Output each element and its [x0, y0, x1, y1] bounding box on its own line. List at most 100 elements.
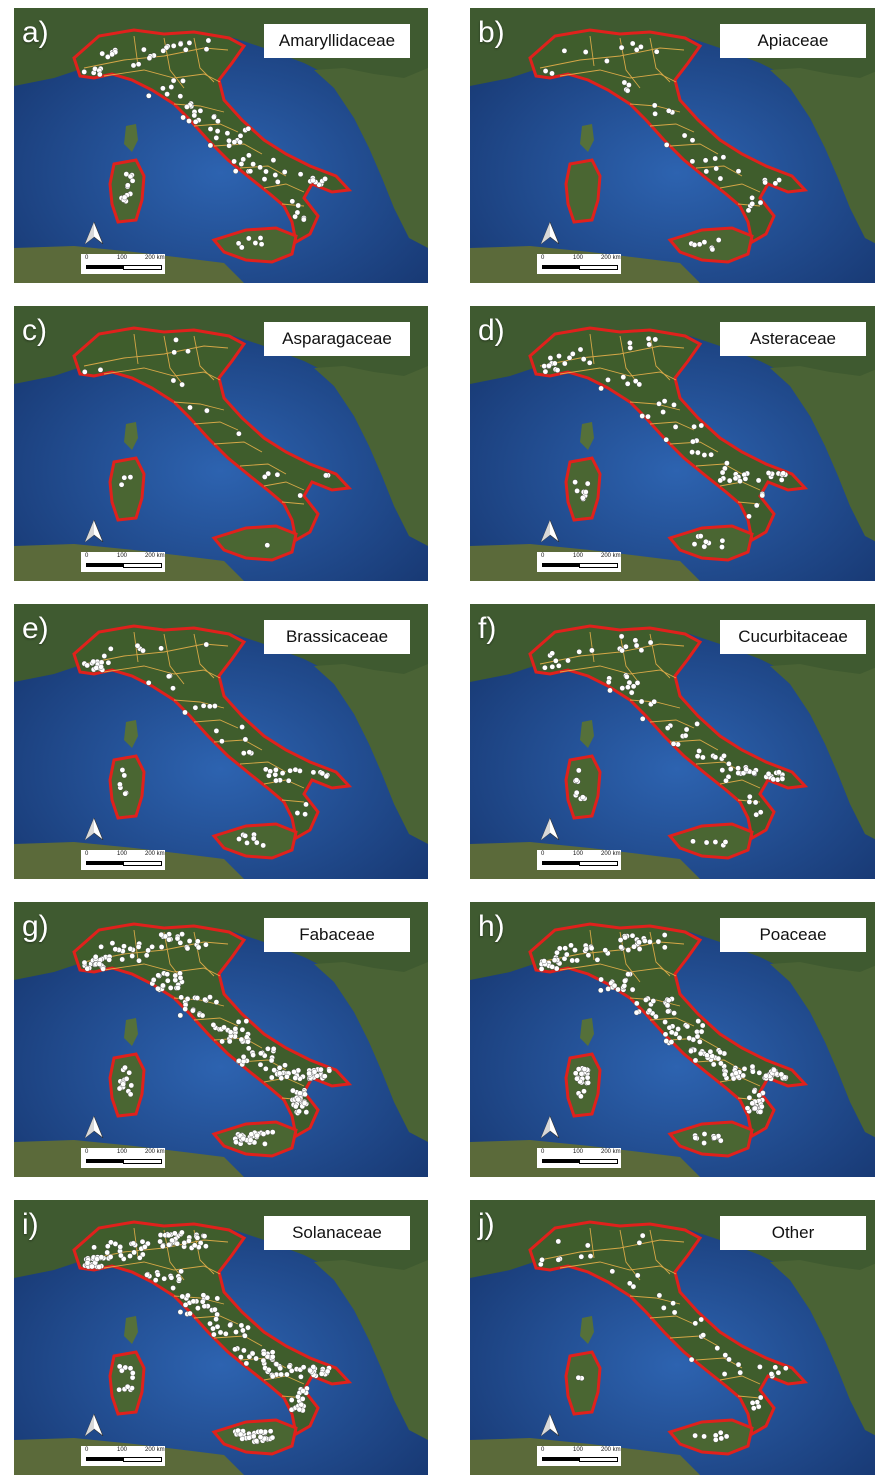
- scale-segment-white: [579, 265, 618, 270]
- scale-label-200: 200 km: [601, 255, 621, 261]
- occurrence-point: [694, 1029, 700, 1035]
- occurrence-point: [93, 665, 100, 671]
- occurrence-point: [598, 385, 604, 392]
- occurrence-point: [572, 1070, 579, 1076]
- scale-bar: 0 100 200 km: [81, 850, 165, 870]
- occurrence-point: [689, 449, 695, 455]
- occurrence-point: [122, 1064, 128, 1071]
- italy-map: [470, 8, 875, 283]
- occurrence-point: [663, 1038, 670, 1044]
- occurrence-point: [172, 1230, 178, 1237]
- occurrence-point: [158, 931, 165, 938]
- occurrence-point: [575, 1374, 582, 1381]
- occurrence-point: [187, 1310, 193, 1317]
- occurrence-point: [639, 1232, 646, 1239]
- occurrence-point: [697, 1039, 703, 1045]
- occurrence-point: [702, 157, 709, 164]
- occurrence-point: [671, 402, 677, 408]
- occurrence-point: [276, 1070, 283, 1077]
- occurrence-point: [232, 1026, 239, 1032]
- occurrence-point: [140, 647, 146, 654]
- occurrence-point: [289, 198, 296, 205]
- occurrence-point: [318, 1066, 324, 1073]
- occurrence-point: [121, 943, 127, 949]
- occurrence-point: [135, 61, 142, 67]
- occurrence-point: [249, 1350, 256, 1357]
- occurrence-point: [626, 82, 632, 88]
- occurrence-point: [81, 959, 88, 966]
- panel-letter: i): [22, 1208, 39, 1241]
- scale-label-0: 0: [85, 851, 89, 857]
- occurrence-point: [756, 1070, 763, 1076]
- occurrence-point: [242, 736, 249, 743]
- occurrence-point: [284, 1073, 290, 1080]
- occurrence-points: [81, 37, 328, 251]
- occurrence-point: [119, 767, 126, 773]
- occurrence-point: [594, 957, 601, 963]
- occurrence-point: [650, 998, 657, 1004]
- occurrence-point: [99, 50, 105, 57]
- occurrence-point: [231, 158, 237, 165]
- occurrence-point: [207, 703, 213, 710]
- occurrence-point: [205, 37, 212, 44]
- balkan-landmass: [770, 366, 875, 542]
- occurrence-point: [105, 1243, 111, 1249]
- family-label: Poaceae: [720, 918, 866, 952]
- occurrence-point: [226, 1038, 233, 1045]
- occurrence-point: [258, 1428, 264, 1435]
- occurrence-point: [549, 650, 555, 657]
- occurrence-point: [195, 938, 201, 945]
- occurrence-point: [170, 377, 177, 384]
- occurrence-point: [675, 1026, 681, 1032]
- occurrence-point: [109, 51, 115, 58]
- family-label: Asteraceae: [720, 322, 866, 356]
- occurrence-point: [224, 130, 231, 136]
- occurrence-point: [130, 1240, 137, 1247]
- occurrence-point: [728, 766, 734, 772]
- occurrence-point: [701, 239, 708, 245]
- occurrence-point: [292, 766, 299, 773]
- family-label: Brassicaceae: [264, 620, 410, 654]
- occurrence-point: [105, 659, 112, 666]
- occurrence-point: [262, 1141, 268, 1147]
- occurrence-point: [119, 1367, 125, 1374]
- occurrence-point: [126, 1069, 132, 1076]
- occurrence-point: [723, 1433, 730, 1440]
- occurrence-point: [297, 492, 303, 499]
- occurrence-point: [726, 761, 732, 767]
- occurrence-point: [753, 502, 760, 509]
- occurrence-point: [130, 1370, 136, 1376]
- occurrence-point: [247, 168, 254, 174]
- occurrence-point: [260, 1357, 267, 1364]
- occurrence-point: [207, 994, 213, 1000]
- occurrence-point: [322, 176, 328, 182]
- occurrence-point: [618, 633, 625, 640]
- occurrence-point: [634, 1000, 640, 1007]
- occurrence-point: [144, 1272, 150, 1278]
- occurrence-point: [109, 940, 116, 946]
- occurrence-point: [245, 1038, 251, 1045]
- occurrence-point: [698, 1316, 704, 1323]
- occurrence-point: [137, 1255, 143, 1261]
- occurrence-point: [281, 169, 288, 175]
- occurrence-point: [311, 1069, 318, 1075]
- occurrence-point: [710, 1061, 717, 1068]
- scale-label-200: 200 km: [601, 1447, 621, 1453]
- occurrence-point: [646, 341, 652, 348]
- italy-shape: [528, 624, 809, 841]
- occurrence-point: [653, 48, 660, 55]
- occurrence-point: [556, 353, 562, 359]
- occurrence-point: [235, 1019, 242, 1025]
- sardinia-shape: [108, 456, 146, 522]
- occurrence-point: [207, 126, 214, 132]
- occurrence-point: [722, 839, 729, 845]
- occurrence-point: [741, 1066, 748, 1072]
- occurrence-point: [771, 1067, 777, 1073]
- scale-segment-white: [579, 563, 618, 568]
- occurrence-point: [572, 947, 578, 953]
- occurrence-point: [233, 1139, 239, 1145]
- occurrence-point: [236, 836, 242, 842]
- occurrence-point: [267, 1428, 274, 1434]
- occurrence-point: [108, 646, 114, 652]
- scale-label-100: 100: [573, 851, 584, 857]
